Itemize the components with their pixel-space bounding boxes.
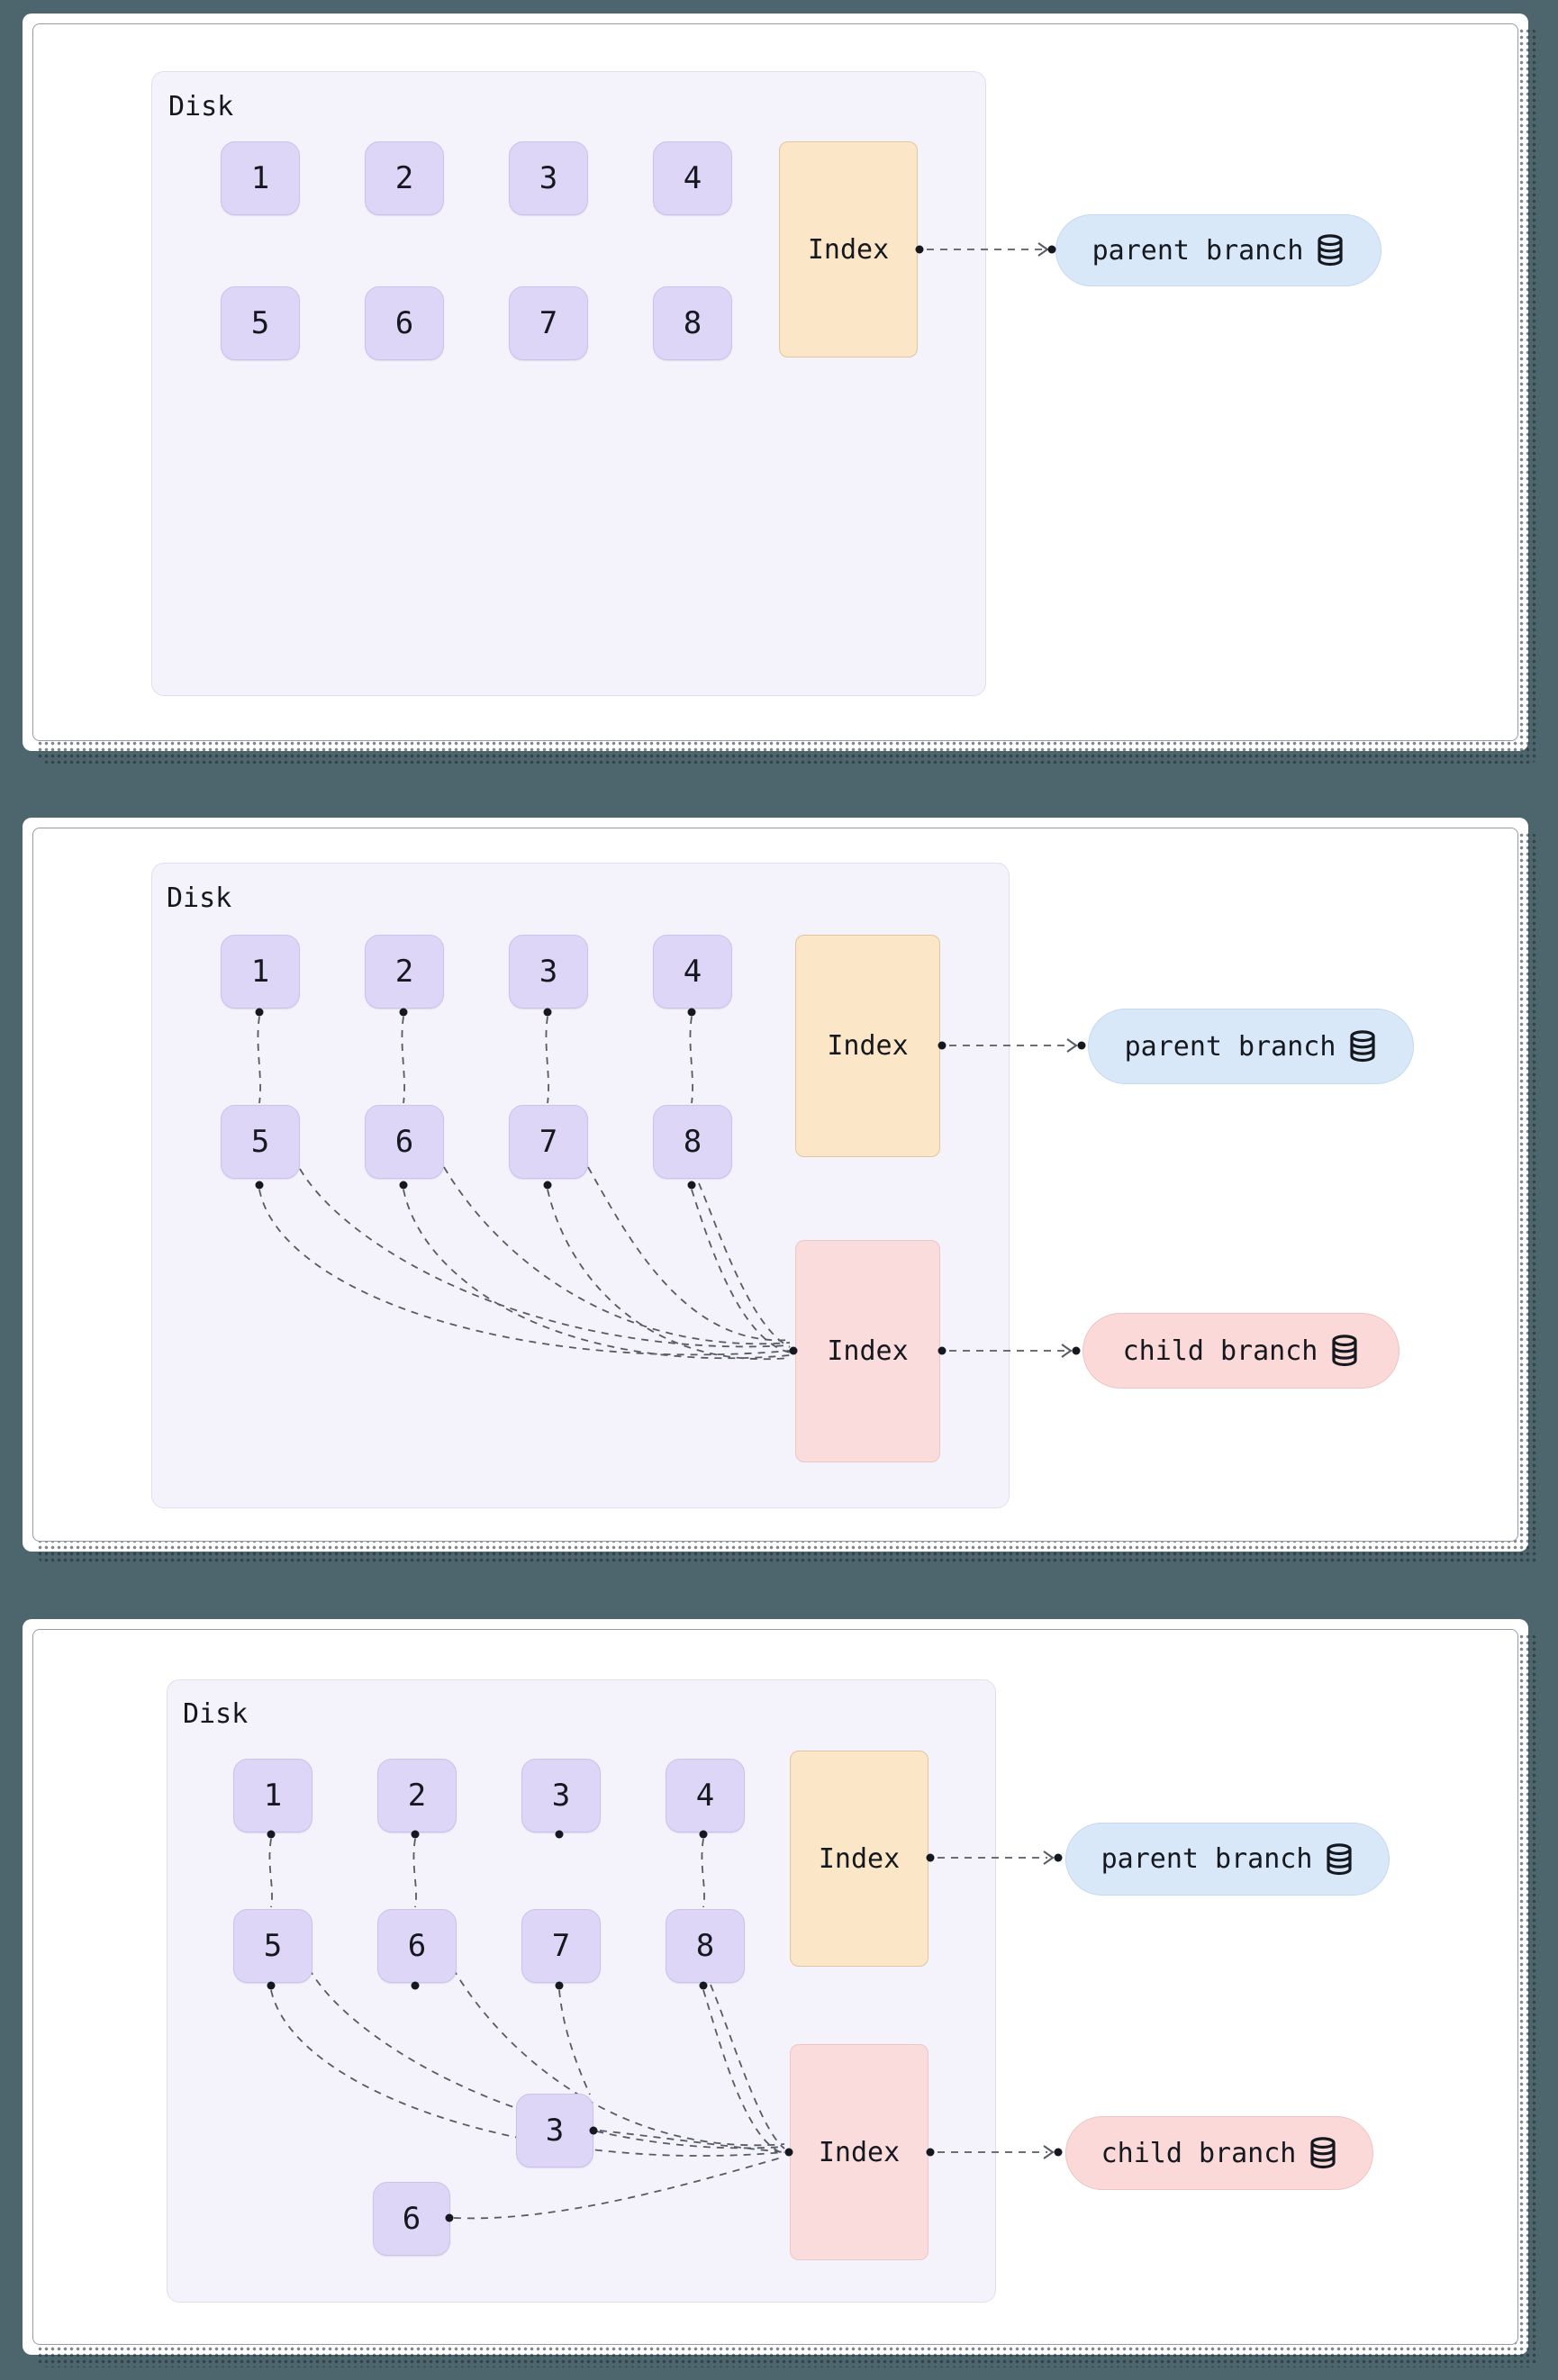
- parent-index-box: Index: [795, 935, 940, 1157]
- disk-page-block: 5: [233, 1909, 313, 1983]
- parent-branch-label: parent branch: [1124, 1030, 1336, 1063]
- disk-page-block: 1: [221, 141, 300, 215]
- disk-page-block: 4: [653, 935, 732, 1009]
- disk-page-block: 7: [509, 286, 588, 360]
- disk-page-block: 4: [653, 141, 732, 215]
- parent-branch-pill: parent branch: [1055, 214, 1381, 286]
- parent-branch-label: parent branch: [1092, 234, 1304, 267]
- disk-page-block: 4: [666, 1759, 745, 1833]
- parent-index-box: Index: [790, 1751, 928, 1967]
- disk-page-block: 3: [509, 935, 588, 1009]
- child-branch-label: child branch: [1122, 1335, 1318, 1367]
- parent-branch-pill: parent branch: [1065, 1823, 1390, 1896]
- child-branch-pill: child branch: [1065, 2116, 1373, 2190]
- database-icon: [1325, 1842, 1354, 1876]
- disk-page-block: 8: [653, 1105, 732, 1179]
- panel-2-card: Disk 1 2 3 4 5 6 7 8 Index Index parent …: [23, 818, 1539, 1564]
- copied-page-block: 3: [516, 2094, 593, 2167]
- parent-branch-label: parent branch: [1101, 1843, 1313, 1875]
- disk-page-block: 7: [521, 1909, 601, 1983]
- panel-3-card: Disk 1 2 3 4 5 6 7 8 3 6 Index Index par…: [23, 1619, 1539, 2367]
- database-icon: [1309, 2137, 1337, 2169]
- database-icon: [1348, 1030, 1377, 1063]
- disk-page-block: 3: [509, 141, 588, 215]
- child-branch-label: child branch: [1101, 2137, 1297, 2169]
- disk-page-block: 8: [653, 286, 732, 360]
- disk-page-block: 5: [221, 1105, 300, 1179]
- database-icon: [1330, 1335, 1359, 1367]
- copied-page-block: 6: [373, 2182, 450, 2256]
- child-index-box: Index: [790, 2044, 928, 2260]
- disk-page-block: 6: [377, 1909, 457, 1983]
- parent-index-box: Index: [779, 141, 918, 357]
- disk-page-block: 6: [365, 286, 444, 360]
- disk-page-block: 5: [221, 286, 300, 360]
- panel-3-disk-label: Disk: [183, 1698, 249, 1730]
- database-icon: [1316, 234, 1345, 267]
- disk-page-block: 1: [233, 1759, 313, 1833]
- disk-page-block: 8: [666, 1909, 745, 1983]
- disk-page-block: 3: [521, 1759, 601, 1833]
- disk-page-block: 6: [365, 1105, 444, 1179]
- child-index-box: Index: [795, 1240, 940, 1462]
- disk-page-block: 1: [221, 935, 300, 1009]
- disk-page-block: 7: [509, 1105, 588, 1179]
- disk-page-block: 2: [365, 935, 444, 1009]
- parent-branch-pill: parent branch: [1088, 1009, 1414, 1084]
- panel-1-card: Disk 1 2 3 4 5 6 7 8 Index parent branch: [23, 14, 1539, 764]
- disk-page-block: 2: [365, 141, 444, 215]
- child-branch-pill: child branch: [1082, 1313, 1399, 1389]
- panel-1-disk-label: Disk: [168, 91, 234, 122]
- disk-page-block: 2: [377, 1759, 457, 1833]
- panel-2-disk-label: Disk: [167, 882, 232, 914]
